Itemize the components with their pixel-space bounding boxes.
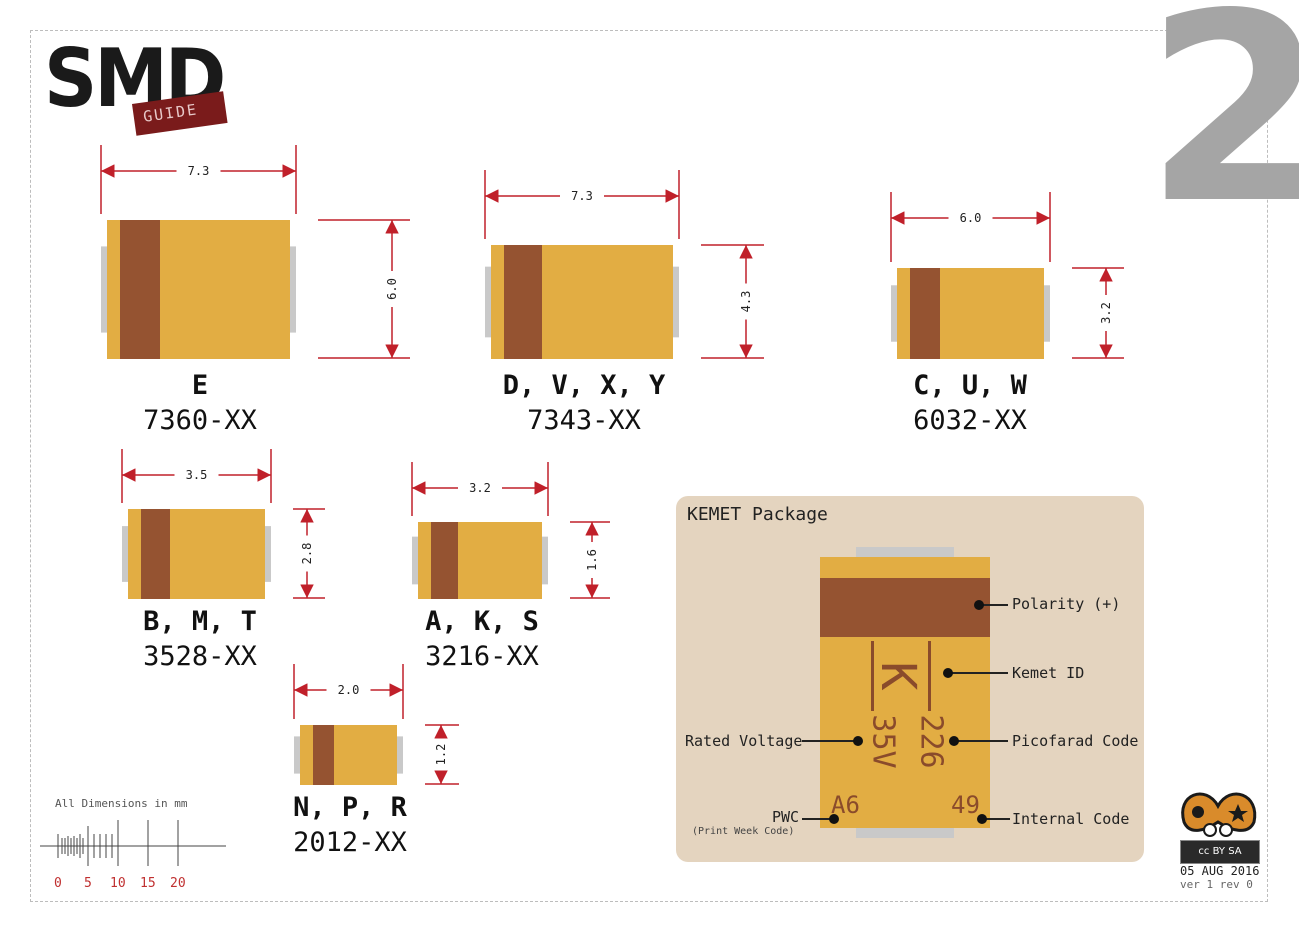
- scale-tick-10: 10: [110, 876, 126, 891]
- polarity-band: [141, 509, 170, 599]
- package-size-c: 6032-XX: [913, 405, 1027, 436]
- scale-ruler: [40, 820, 226, 866]
- kemet-cap-marking: 226: [913, 714, 949, 769]
- height-label: 3.2: [1099, 302, 1113, 324]
- width-label: 7.3: [571, 189, 593, 203]
- polarity-band: [313, 725, 334, 785]
- package-size-b: 3528-XX: [143, 641, 257, 672]
- label-kemet-id: Kemet ID: [1012, 664, 1085, 682]
- scale-tick-0: 0: [54, 876, 62, 891]
- height-label: 1.6: [585, 549, 599, 571]
- mascot-logo: [1181, 792, 1257, 837]
- width-label: 7.3: [188, 164, 210, 178]
- scale-tick-5: 5: [84, 876, 92, 891]
- package-code-n: N, P, R: [293, 792, 407, 823]
- label-polarity: Polarity (+): [1012, 595, 1121, 613]
- scale-tick-20: 20: [170, 876, 186, 891]
- polarity-band: [431, 522, 458, 599]
- package-size-d: 7343-XX: [527, 405, 641, 436]
- kemet-id-marking: K: [870, 641, 931, 711]
- polarity-band: [504, 245, 542, 359]
- scale-tick-15: 15: [140, 876, 156, 891]
- kemet-internal-marking: 49: [951, 791, 980, 819]
- label-pwc-note: (Print Week Code): [692, 826, 795, 837]
- polarity-band: [910, 268, 940, 359]
- kemet-voltage-marking: 35V: [865, 714, 901, 769]
- package-code-d: D, V, X, Y: [502, 370, 666, 401]
- version-label: ver 1 rev 0: [1180, 878, 1253, 891]
- width-label: 3.5: [186, 468, 208, 482]
- package-size-e: 7360-XX: [143, 405, 257, 436]
- width-label: 2.0: [338, 683, 360, 697]
- license-badge: cc BY SA: [1180, 840, 1260, 864]
- label-pwc: PWC: [772, 808, 800, 826]
- kemet-polarity-band: [820, 578, 990, 637]
- dimensions-note: All Dimensions in mm: [55, 797, 188, 810]
- package-code-b: B, M, T: [143, 606, 257, 637]
- package-code-a: A, K, S: [425, 606, 539, 637]
- page-frame: [30, 30, 1268, 902]
- height-label: 2.8: [300, 543, 314, 565]
- package-size-n: 2012-XX: [293, 827, 407, 858]
- kemet-terminal-bottom: [856, 826, 954, 838]
- polarity-band: [120, 220, 160, 359]
- package-size-a: 3216-XX: [425, 641, 539, 672]
- kemet-pwc-marking: A6: [831, 791, 860, 819]
- package-code-c: C, U, W: [913, 370, 1027, 401]
- width-label: 3.2: [469, 481, 491, 495]
- height-label: 1.2: [434, 744, 448, 766]
- height-label: 4.3: [739, 291, 753, 313]
- label-picofarad-code: Picofarad Code: [1012, 732, 1139, 750]
- width-label: 6.0: [960, 211, 982, 225]
- date-label: 05 AUG 2016: [1180, 864, 1260, 878]
- kemet-panel-title: KEMET Package: [687, 504, 828, 525]
- height-label: 6.0: [385, 278, 399, 300]
- package-code-e: E: [191, 370, 209, 401]
- label-internal-code: Internal Code: [1012, 810, 1130, 828]
- page-number: 2: [1145, 0, 1299, 261]
- label-rated-voltage: Rated Voltage: [685, 732, 803, 750]
- kemet-terminal-top: [856, 547, 954, 559]
